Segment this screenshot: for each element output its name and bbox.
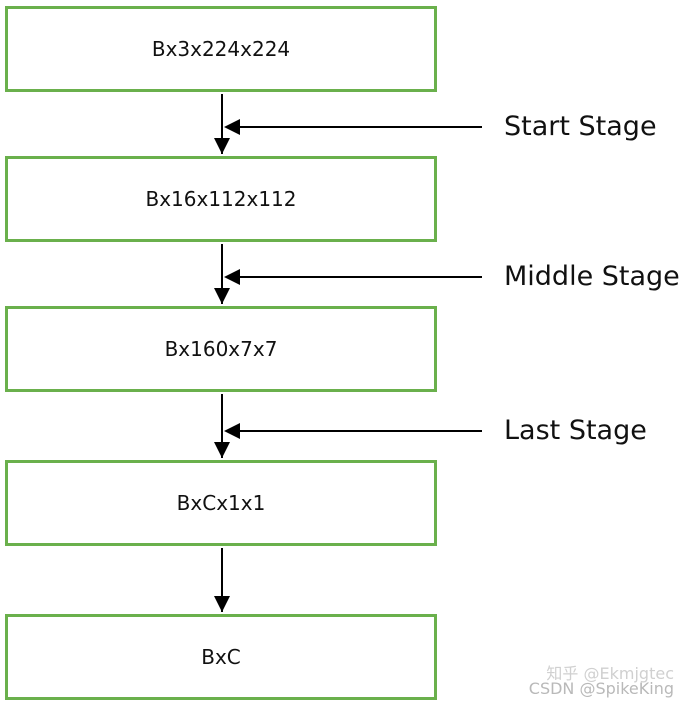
- flow-arrowhead-4: [214, 596, 230, 612]
- watermark-zhihu: 知乎 @Ekmjgtec: [546, 664, 674, 683]
- tensor-shape-label: Bx3x224x224: [151, 37, 291, 61]
- flow-arrowhead-1: [214, 138, 230, 154]
- stage-label-middle: Middle Stage: [504, 261, 680, 292]
- stage-arrowhead-last: [224, 423, 240, 439]
- tensor-shape-label: Bx16x112x112: [145, 187, 297, 211]
- tensor-box-final: BxC: [5, 614, 437, 700]
- tensor-box-start-output: Bx16x112x112: [5, 156, 437, 242]
- stage-arrowhead-middle: [224, 269, 240, 285]
- watermark-csdn: CSDN @SpikeKing: [528, 679, 674, 698]
- stage-label-last: Last Stage: [504, 415, 647, 446]
- tensor-shape-label: Bx160x7x7: [164, 337, 278, 361]
- stage-label-start: Start Stage: [504, 111, 657, 142]
- tensor-shape-label: BxCx1x1: [176, 491, 266, 515]
- tensor-box-middle-output: Bx160x7x7: [5, 306, 437, 392]
- stage-arrowhead-start: [224, 119, 240, 135]
- tensor-box-input: Bx3x224x224: [5, 6, 437, 92]
- flow-arrowhead-2: [214, 288, 230, 304]
- watermark: 知乎 @Ekmjgtec CSDN @SpikeKing: [525, 664, 674, 698]
- tensor-shape-label: BxC: [201, 645, 241, 669]
- flow-arrowhead-3: [214, 442, 230, 458]
- tensor-box-last-output: BxCx1x1: [5, 460, 437, 546]
